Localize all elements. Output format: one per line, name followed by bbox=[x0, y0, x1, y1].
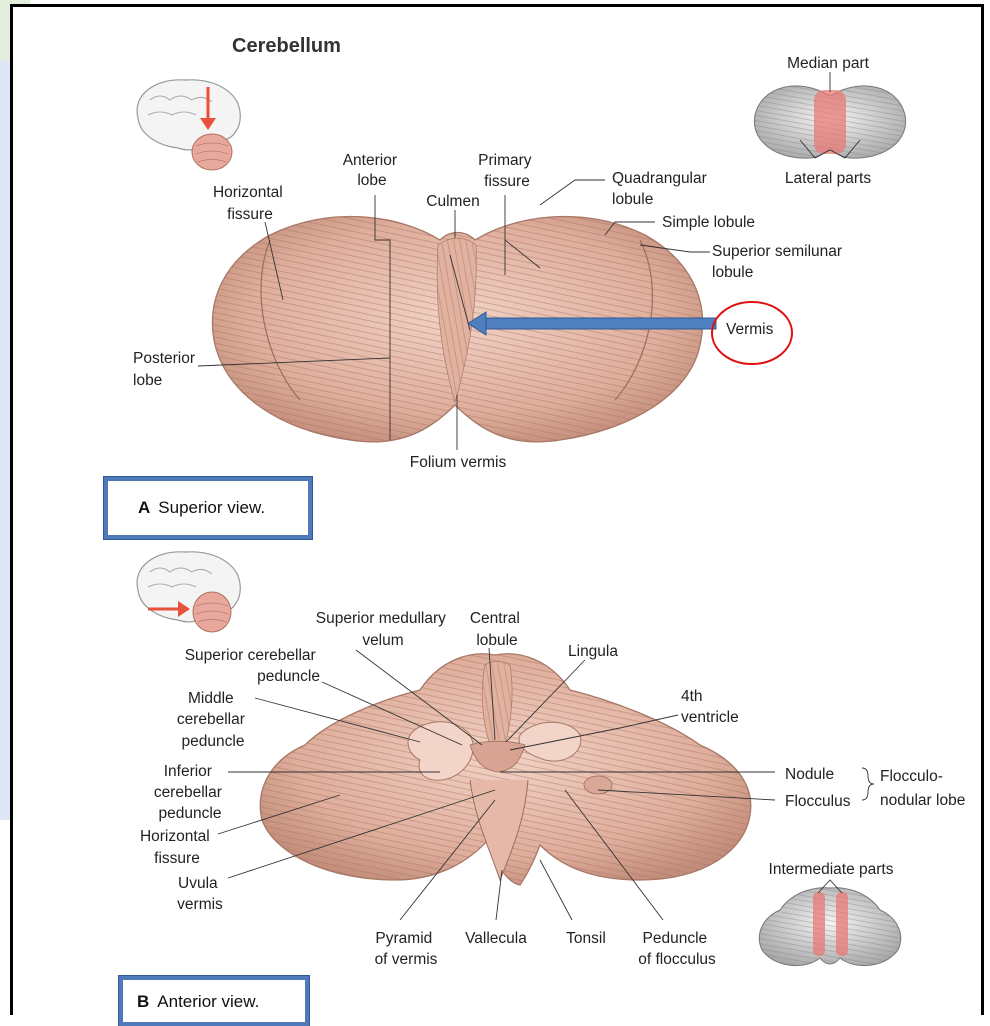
label-culmen: Culmen bbox=[426, 193, 479, 210]
label-flocculonodular-lobe: Flocculo- nodular lobe bbox=[880, 768, 965, 809]
caption-letter-b: B bbox=[137, 992, 149, 1012]
label-anterior-lobe: Anterior lobe bbox=[343, 152, 402, 189]
caption-letter-a: A bbox=[138, 498, 150, 518]
flocculonodular-brace bbox=[862, 768, 874, 800]
label-middle-cerebellar-peduncle: Middle cerebellar peduncle bbox=[177, 690, 249, 750]
inset-intermediate-parts bbox=[759, 880, 900, 966]
label-lateral-parts: Lateral parts bbox=[785, 170, 871, 187]
label-uvula-vermis: Uvula vermis bbox=[177, 875, 223, 913]
label-flocculus: Flocculus bbox=[785, 793, 851, 810]
label-simple-lobule: Simple lobule bbox=[662, 214, 755, 231]
label-nodule: Nodule bbox=[785, 766, 834, 783]
label-horizontal-fissure-anterior: Horizontal fissure bbox=[140, 828, 214, 867]
brain-orientation-icon-anterior bbox=[137, 552, 240, 632]
label-vermis: Vermis bbox=[726, 321, 774, 338]
label-pyramid-of-vermis: Pyramid of vermis bbox=[375, 930, 438, 968]
label-tonsil: Tonsil bbox=[566, 930, 606, 947]
label-lingula: Lingula bbox=[568, 643, 618, 660]
label-primary-fissure: Primary fissure bbox=[478, 152, 536, 190]
label-fourth-ventricle: 4th ventricle bbox=[681, 688, 739, 726]
caption-superior-view: A Superior view. bbox=[104, 477, 312, 539]
label-posterior-lobe: Posterior lobe bbox=[133, 350, 199, 389]
label-median-part: Median part bbox=[787, 55, 870, 72]
label-quadrangular-lobule: Quadrangular lobule bbox=[612, 170, 711, 208]
caption-anterior-view: B Anterior view. bbox=[119, 976, 309, 1026]
label-superior-cerebellar-peduncle: Superior cerebellar peduncle bbox=[185, 647, 320, 685]
inset-median-lateral-parts bbox=[754, 72, 905, 158]
label-horizontal-fissure-superior: Horizontal fissure bbox=[213, 184, 287, 223]
label-intermediate-parts: Intermediate parts bbox=[769, 861, 894, 878]
caption-text-anterior: Anterior view. bbox=[157, 992, 259, 1012]
label-vallecula: Vallecula bbox=[465, 930, 527, 947]
caption-text-superior: Superior view. bbox=[158, 498, 265, 518]
label-inferior-cerebellar-peduncle: Inferior cerebellar peduncle bbox=[154, 763, 226, 822]
label-peduncle-of-flocculus: Peduncle of flocculus bbox=[638, 930, 716, 968]
figure-title: Cerebellum bbox=[232, 35, 341, 57]
label-central-lobule: Central lobule bbox=[470, 610, 524, 649]
brain-orientation-icon-superior bbox=[137, 80, 240, 170]
label-folium-vermis: Folium vermis bbox=[410, 454, 507, 471]
label-superior-semilunar-lobule: Superior semilunar lobule bbox=[712, 243, 846, 281]
cerebellum-anterior-view bbox=[260, 654, 750, 885]
label-superior-medullary-velum: Superior medullary velum bbox=[316, 610, 450, 649]
